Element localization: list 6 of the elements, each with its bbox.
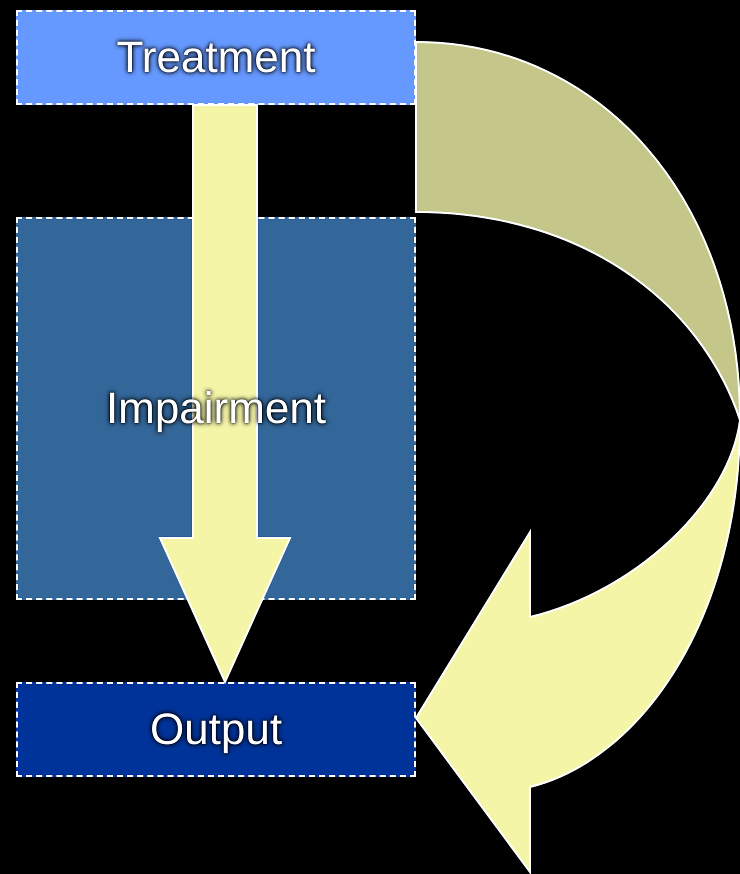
box-label: Treatment bbox=[116, 36, 316, 80]
process-box bbox=[16, 10, 416, 105]
box-label: Output bbox=[150, 708, 282, 752]
block-arrow bbox=[158, 104, 292, 684]
process-box bbox=[16, 682, 416, 777]
curved-block-arrow bbox=[415, 41, 740, 873]
